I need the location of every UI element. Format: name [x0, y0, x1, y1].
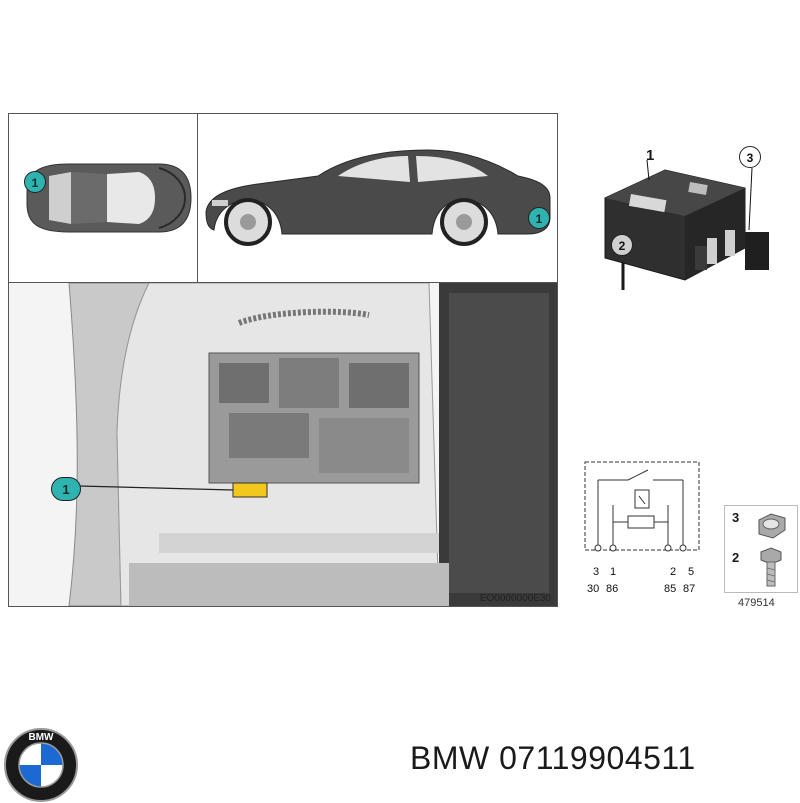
relay-illustration: [604, 159, 769, 290]
relay-callout-main: 1: [646, 147, 655, 164]
bmw-logo-text: BMW: [29, 732, 55, 743]
part-number-caption: BMW 07119904511: [410, 740, 696, 776]
callout-trunk-view: 1: [51, 477, 81, 501]
relay-callout-nut: 3: [739, 146, 761, 168]
part-nut-label: 3: [732, 510, 740, 525]
pin-top-4: 5: [688, 566, 695, 578]
trunk-interior-illustration: [9, 283, 557, 606]
pin-bottom-2: 86: [606, 583, 619, 595]
pin-top-1: 3: [593, 566, 600, 578]
relay-schematic: [584, 461, 700, 552]
car-top-view-illustration: [26, 163, 192, 233]
relay-callout-bolt: 2: [611, 234, 633, 256]
trunk-interior-panel: 1 EO0000000E30: [9, 283, 557, 606]
pin-bottom-1: 30: [587, 583, 600, 595]
diagram-frame: 1 1: [8, 113, 558, 607]
part-bolt-label: 2: [732, 550, 740, 565]
callout-top-view: 1: [24, 171, 46, 193]
nut-icon: [758, 513, 786, 539]
bolt-icon: [760, 547, 782, 587]
pin-top-3: 2: [670, 566, 677, 578]
callout-side-view: 1: [528, 207, 550, 229]
car-top-view-panel: 1: [9, 114, 198, 283]
part-ref-code: 479514: [738, 597, 775, 609]
pin-bottom-3: 85: [664, 583, 677, 595]
diagram-code: EO0000000E30: [479, 593, 551, 604]
pin-bottom-4: 87: [683, 583, 696, 595]
car-side-view-illustration: [205, 149, 551, 246]
pin-top-2: 1: [610, 566, 617, 578]
parts-box: 3 2: [724, 505, 798, 593]
bmw-logo: BMW: [4, 728, 78, 802]
car-side-view-panel: 1: [198, 114, 557, 283]
